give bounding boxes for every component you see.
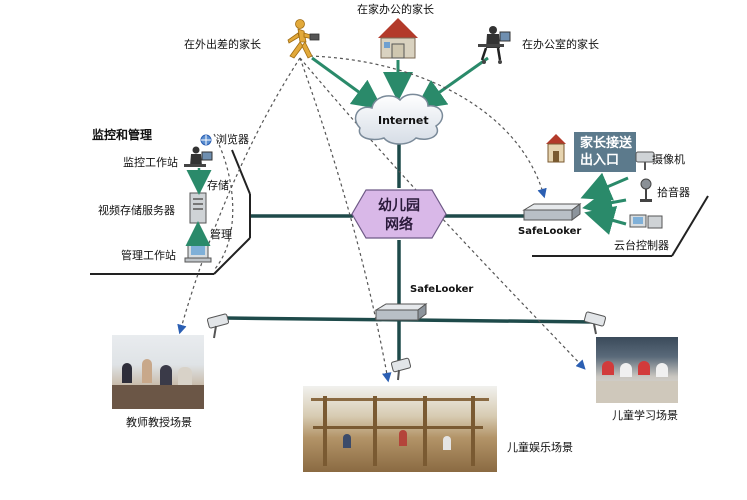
safelooker-right-device bbox=[522, 203, 582, 221]
server-icon bbox=[189, 192, 207, 224]
monitoring-worker-icon bbox=[184, 146, 213, 167]
entrance-camera-label: 摄像机 bbox=[652, 153, 685, 166]
office-worker-icon bbox=[478, 26, 511, 64]
study-scene-label: 儿童学习场景 bbox=[612, 409, 678, 422]
play-scene-label: 儿童娱乐场景 bbox=[507, 441, 573, 454]
teacher-scene-photo bbox=[112, 335, 204, 409]
manage-label: 管理 bbox=[210, 228, 232, 241]
browser-label: 浏览器 bbox=[216, 133, 249, 146]
dashed-links bbox=[177, 55, 586, 383]
management-monitor-icon bbox=[184, 241, 212, 263]
entrance-sign-icon bbox=[546, 132, 636, 172]
browser-icon bbox=[200, 134, 212, 146]
entrance-sign-line2: 出入口 bbox=[580, 153, 620, 168]
microphone-icon bbox=[640, 178, 652, 202]
study-scene-photo bbox=[596, 337, 678, 403]
teacher-scene-label: 教师教授场景 bbox=[126, 416, 192, 429]
ptz-controller-icon bbox=[629, 214, 663, 229]
safelooker-bottom-label: SafeLooker bbox=[410, 284, 474, 295]
mgmt-station-label: 管理工作站 bbox=[121, 249, 176, 262]
office-parent-label: 在办公室的家长 bbox=[522, 38, 599, 51]
kindergarten-label-line1: 幼儿园 bbox=[378, 198, 420, 214]
internet-cloud bbox=[354, 93, 444, 145]
camera-icon bbox=[635, 151, 655, 170]
play-scene-photo bbox=[303, 386, 497, 472]
kindergarten-hexagon bbox=[351, 189, 447, 239]
storage-label: 存储 bbox=[207, 179, 229, 192]
internet-label: Internet bbox=[378, 114, 429, 127]
entrance-sign-line1: 家长接送 bbox=[580, 136, 633, 151]
monitor-arrows bbox=[185, 168, 212, 246]
camera-center-icon bbox=[390, 357, 412, 381]
camera-left-icon bbox=[206, 313, 230, 339]
home-parent-label: 在家办公的家长 bbox=[357, 3, 434, 16]
entrance-mic-label: 拾音器 bbox=[657, 186, 690, 199]
platform-lines bbox=[90, 149, 709, 275]
camera-right-icon bbox=[583, 311, 607, 335]
kindergarten-label-line2: 网络 bbox=[385, 217, 413, 233]
server-label: 视频存储服务器 bbox=[98, 204, 175, 217]
travel-parent-label: 在外出差的家长 bbox=[184, 38, 261, 51]
traveler-icon bbox=[287, 19, 320, 59]
safelooker-right-label: SafeLooker bbox=[518, 226, 582, 237]
workstation-label: 监控工作站 bbox=[123, 156, 178, 169]
backbone-lines bbox=[224, 140, 596, 362]
entrance-arrows bbox=[580, 172, 629, 235]
house-icon bbox=[378, 18, 418, 59]
parent-uplinks bbox=[311, 56, 489, 110]
safelooker-bottom-device bbox=[374, 303, 428, 321]
monitor-title: 监控和管理 bbox=[92, 128, 153, 142]
entrance-ptz-label: 云台控制器 bbox=[614, 239, 669, 252]
